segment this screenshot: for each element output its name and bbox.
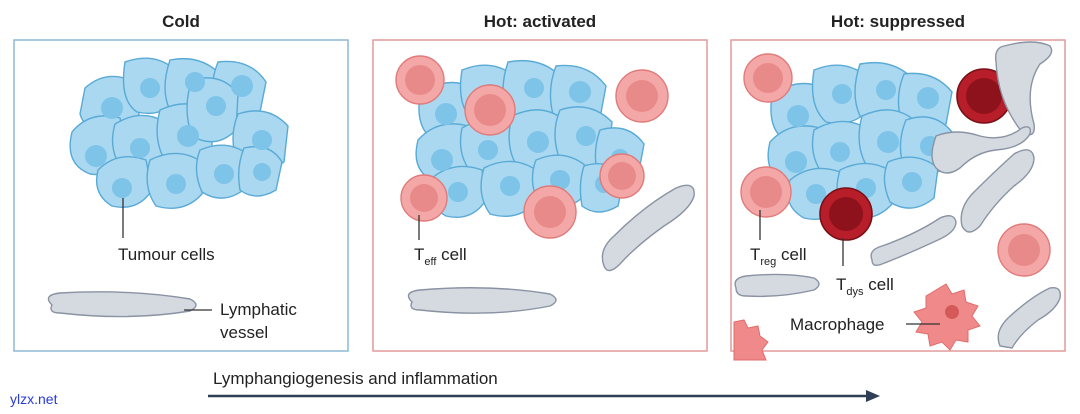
panel-title-cold: Cold — [162, 12, 200, 31]
lymphatic-vessel-suppressed-1 — [994, 41, 1053, 136]
progression-arrow-head — [866, 390, 880, 402]
label-tdys-cell: Tdys cell — [836, 275, 894, 298]
lymphatic-vessel-suppressed-2 — [931, 126, 1032, 174]
label-teff-cell: Teff cell — [414, 245, 467, 268]
watermark: ylzx.net — [10, 391, 58, 407]
label-lymphatic-line1: Lymphatic — [220, 300, 297, 319]
teff-main: T — [414, 245, 424, 264]
panel-title-hot-suppressed: Hot: suppressed — [831, 12, 965, 31]
tumour-nuclei-hot-suppressed — [785, 80, 940, 204]
lymphatic-vessel-activated-2 — [407, 287, 557, 314]
tdys-main: T — [836, 275, 846, 294]
teff-sub: eff — [424, 256, 437, 268]
lymphatic-vessel-suppressed-4 — [870, 215, 957, 267]
treg-rest: cell — [776, 245, 806, 264]
lymphatic-vessel-suppressed-3 — [960, 149, 1035, 233]
treg-sub: reg — [760, 256, 776, 268]
lymphatic-vessel-suppressed-5 — [734, 273, 820, 298]
label-macrophage: Macrophage — [790, 315, 885, 334]
lymphatic-vessel-activated-1 — [601, 184, 695, 272]
arrow-label: Lymphangiogenesis and inflammation — [213, 369, 498, 388]
teff-cells — [395, 55, 669, 239]
treg-cells — [740, 53, 1051, 277]
panel-title-hot-activated: Hot: activated — [484, 12, 596, 31]
label-lymphatic-line2: vessel — [220, 323, 268, 342]
tumour-nuclei-cold — [85, 72, 272, 198]
panel-frame-cold — [13, 39, 349, 352]
macrophage-nucleus — [945, 305, 959, 319]
tumour-nuclei-hot-activated — [431, 78, 629, 202]
tdys-sub: dys — [846, 286, 864, 298]
label-tumour-cells: Tumour cells — [118, 245, 215, 264]
treg-main: T — [750, 245, 760, 264]
panel-frame-hot-activated — [372, 39, 708, 352]
macrophage-corner — [733, 319, 769, 361]
panel-frame-hot-suppressed — [730, 39, 1066, 352]
lymphatic-vessel-suppressed-6 — [997, 287, 1061, 349]
teff-rest: cell — [436, 245, 466, 264]
lymphatic-vessel-cold — [47, 291, 197, 318]
label-treg-cell: Treg cell — [750, 245, 807, 268]
macrophage-main — [913, 283, 981, 351]
tdys-rest: cell — [864, 275, 894, 294]
